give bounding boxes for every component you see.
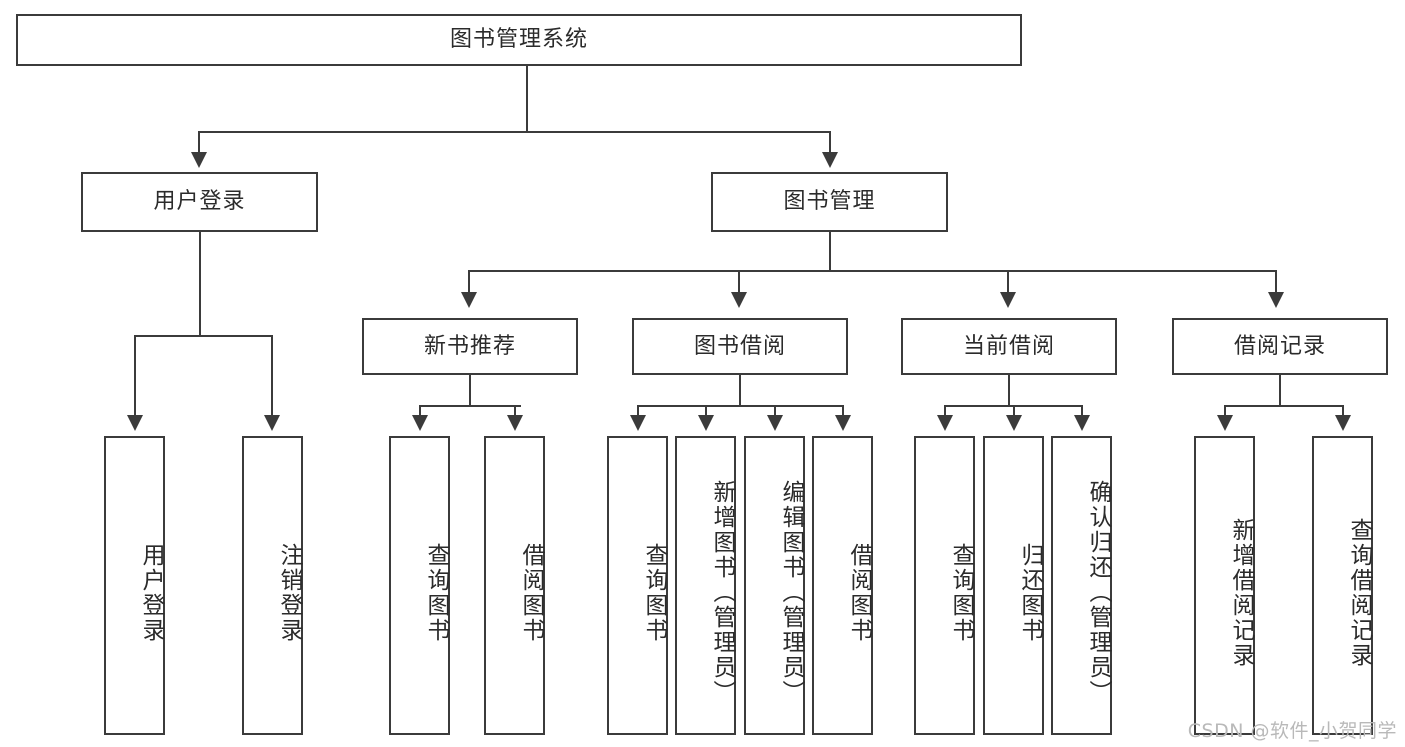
edge-currentborrow-stem — [1008, 375, 1010, 407]
node-label: 新书推荐 — [423, 333, 516, 359]
edge-bookborrow-bus — [637, 405, 843, 407]
edge-borrowrecord-drop-2 — [1342, 405, 1344, 417]
arrow-bookborrow-leaf-3 — [767, 415, 783, 431]
edge-root-to-bookmgmt — [829, 131, 831, 155]
leaf-current-borrow-1[interactable]: 查询图书 — [914, 436, 975, 735]
node-label: 图书借阅 — [693, 333, 786, 359]
edge-currentborrow-bus — [944, 405, 1081, 407]
node-label: 当前借阅 — [962, 333, 1055, 359]
leaf-book-borrow-2[interactable]: 新增图书（管理员） — [675, 436, 736, 735]
arrow-userlogin-leaf-2 — [264, 415, 280, 431]
edge-bookborrow-stem — [739, 375, 741, 407]
arrow-currentborrow-leaf-1 — [937, 415, 953, 431]
edge-bookmgmt-bus — [468, 270, 1276, 272]
node-label: 新增图书（管理员） — [709, 480, 735, 705]
edge-bookmgmt-drop-1 — [468, 270, 470, 294]
node-label: 新增借阅记录 — [1228, 517, 1254, 668]
arrow-bookmgmt-child-3 — [1000, 292, 1016, 308]
node-label: 归还图书 — [1017, 542, 1043, 643]
node-book-borrow[interactable]: 图书借阅 — [632, 318, 848, 375]
node-root-system[interactable]: 图书管理系统 — [16, 14, 1022, 66]
edge-newbook-stem — [469, 375, 471, 407]
arrow-borrowrecord-leaf-1 — [1217, 415, 1233, 431]
edge-newbook-drop-2 — [514, 405, 516, 417]
leaf-borrow-record-1[interactable]: 新增借阅记录 — [1194, 436, 1255, 735]
edge-userlogin-bus — [134, 335, 272, 337]
arrow-bookborrow-leaf-2 — [698, 415, 714, 431]
node-label: 借阅记录 — [1233, 333, 1326, 359]
node-label: 查询图书 — [423, 542, 449, 643]
arrow-userlogin-leaf-1 — [127, 415, 143, 431]
edge-bookmgmt-stem — [829, 232, 831, 272]
arrow-root-to-userlogin — [191, 152, 207, 168]
edge-bookmgmt-drop-2 — [738, 270, 740, 294]
edge-borrowrecord-stem — [1279, 375, 1281, 407]
node-current-borrow[interactable]: 当前借阅 — [901, 318, 1117, 375]
node-user-login[interactable]: 用户登录 — [81, 172, 318, 232]
edge-borrowrecord-drop-1 — [1224, 405, 1226, 417]
edge-bookborrow-drop-4 — [842, 405, 844, 417]
node-label: 用户登录 — [153, 189, 246, 215]
edge-root-to-userlogin — [198, 131, 200, 155]
node-label: 用户登录 — [138, 542, 164, 643]
leaf-new-book-2[interactable]: 借阅图书 — [484, 436, 545, 735]
leaf-current-borrow-2[interactable]: 归还图书 — [983, 436, 1044, 735]
node-label: 确认归还（管理员） — [1085, 480, 1111, 705]
edge-bookborrow-drop-2 — [705, 405, 707, 417]
edge-bookborrow-drop-3 — [774, 405, 776, 417]
leaf-new-book-1[interactable]: 查询图书 — [389, 436, 450, 735]
arrow-bookborrow-leaf-4 — [835, 415, 851, 431]
leaf-book-borrow-1[interactable]: 查询图书 — [607, 436, 668, 735]
node-label: 注销登录 — [276, 542, 302, 643]
leaf-current-borrow-3[interactable]: 确认归还（管理员） — [1051, 436, 1112, 735]
edge-root-bus — [198, 131, 830, 133]
leaf-user-login-1[interactable]: 用户登录 — [104, 436, 165, 735]
node-label: 编辑图书（管理员） — [778, 480, 804, 705]
arrow-currentborrow-leaf-3 — [1074, 415, 1090, 431]
edge-currentborrow-drop-2 — [1013, 405, 1015, 417]
node-borrow-record[interactable]: 借阅记录 — [1172, 318, 1388, 375]
node-new-book-recommend[interactable]: 新书推荐 — [362, 318, 578, 375]
edge-borrowrecord-bus — [1224, 405, 1342, 407]
node-label: 查询图书 — [948, 542, 974, 643]
watermark-text: CSDN @软件_小贺同学 — [1187, 720, 1397, 742]
leaf-book-borrow-4[interactable]: 借阅图书 — [812, 436, 873, 735]
edge-bookborrow-drop-1 — [637, 405, 639, 417]
edge-currentborrow-drop-3 — [1081, 405, 1083, 417]
node-label: 查询借阅记录 — [1346, 517, 1372, 668]
edge-userlogin-drop-1 — [134, 335, 136, 417]
arrow-bookmgmt-child-1 — [461, 292, 477, 308]
arrow-bookmgmt-child-4 — [1268, 292, 1284, 308]
edge-bookmgmt-drop-3 — [1007, 270, 1009, 294]
arrow-borrowrecord-leaf-2 — [1335, 415, 1351, 431]
edge-bookmgmt-drop-4 — [1275, 270, 1277, 294]
edge-root-stem — [526, 66, 528, 132]
edge-userlogin-drop-2 — [271, 335, 273, 417]
leaf-book-borrow-3[interactable]: 编辑图书（管理员） — [744, 436, 805, 735]
edge-currentborrow-drop-1 — [944, 405, 946, 417]
node-label: 图书管理系统 — [449, 27, 588, 53]
arrow-bookborrow-leaf-1 — [630, 415, 646, 431]
leaf-borrow-record-2[interactable]: 查询借阅记录 — [1312, 436, 1373, 735]
node-label: 借阅图书 — [846, 542, 872, 643]
edge-userlogin-stem — [199, 232, 201, 336]
node-book-management[interactable]: 图书管理 — [711, 172, 948, 232]
arrow-newbook-leaf-1 — [412, 415, 428, 431]
arrow-bookmgmt-child-2 — [731, 292, 747, 308]
arrow-newbook-leaf-2 — [507, 415, 523, 431]
arrow-root-to-bookmgmt — [822, 152, 838, 168]
edge-newbook-drop-1 — [419, 405, 421, 417]
leaf-user-login-2[interactable]: 注销登录 — [242, 436, 303, 735]
node-label: 图书管理 — [783, 189, 876, 215]
node-label: 借阅图书 — [518, 542, 544, 643]
node-label: 查询图书 — [641, 542, 667, 643]
edge-newbook-bus — [419, 405, 521, 407]
arrow-currentborrow-leaf-2 — [1006, 415, 1022, 431]
